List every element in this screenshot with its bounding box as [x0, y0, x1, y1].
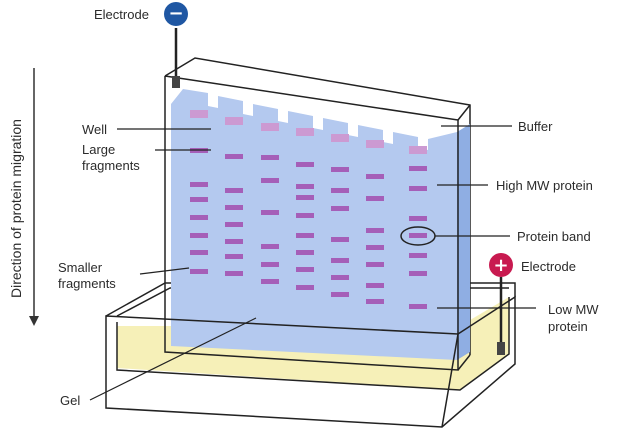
protein-band-lane5-3	[331, 206, 349, 211]
protein-band-lane7-2	[409, 186, 427, 191]
protein-band-lane3-5	[261, 262, 279, 267]
protein-band-lane6-6	[366, 283, 384, 288]
protein-band-lane7-6	[409, 271, 427, 276]
protein-band-lane5-7	[331, 292, 349, 297]
protein-band-lane5-5	[331, 258, 349, 263]
well-label: Well	[82, 122, 107, 137]
protein-band-lane2-6	[225, 254, 243, 259]
protein-band-lane3-4	[261, 244, 279, 249]
protein-band-lane2-5	[225, 239, 243, 244]
buffer-tray-front	[105, 295, 516, 428]
positive-electrode: +	[489, 253, 513, 355]
protein-band-lane5-6	[331, 275, 349, 280]
protein-band-lane6-2	[366, 196, 384, 201]
protein-band-lane6-7	[366, 299, 384, 304]
well-markers	[190, 110, 427, 154]
electrode-right-label: Electrode	[521, 259, 576, 274]
protein-band-lane3-3	[261, 210, 279, 215]
well-6	[366, 140, 384, 148]
protein-band-lane1-2	[190, 182, 208, 187]
protein-band-lane4-2	[296, 184, 314, 189]
protein-band-lane7-4	[409, 233, 427, 238]
protein-band-lane3-1	[261, 155, 279, 160]
protein-band-label: Protein band	[517, 229, 591, 244]
protein-band-lane4-4	[296, 213, 314, 218]
plus-icon: +	[493, 255, 508, 276]
protein-band-lane4-3	[296, 195, 314, 200]
leader-lines	[89, 125, 536, 401]
low-mw-label-1: Low MW	[548, 302, 599, 317]
direction-label: Direction of protein migration	[8, 119, 24, 298]
high-mw-label: High MW protein	[496, 178, 593, 193]
negative-electrode: −	[164, 2, 188, 88]
smaller-fragments-label-1: Smaller	[58, 260, 103, 275]
protein-band-lane4-5	[296, 233, 314, 238]
protein-band-lane4-7	[296, 267, 314, 272]
well-3	[261, 123, 279, 131]
large-fragments-label-1: Large	[82, 142, 115, 157]
protein-band-lane5-2	[331, 188, 349, 193]
direction-arrow	[29, 68, 39, 326]
protein-band-lane7-7	[409, 304, 427, 309]
protein-band-lane6-5	[366, 262, 384, 267]
protein-band-lane6-3	[366, 228, 384, 233]
well-4	[296, 128, 314, 136]
well-1	[190, 110, 208, 118]
protein-band-lane6-1	[366, 174, 384, 179]
protein-band-lane7-5	[409, 253, 427, 258]
protein-band-lane1-4	[190, 215, 208, 220]
large-fragments-label-2: fragments	[82, 158, 140, 173]
protein-band-lane7-1	[409, 166, 427, 171]
buffer-label: Buffer	[518, 119, 553, 134]
protein-band-lane2-4	[225, 222, 243, 227]
protein-band-lane5-1	[331, 167, 349, 172]
protein-band-lane1-5	[190, 233, 208, 238]
gel-slab	[171, 89, 470, 360]
protein-band-lane3-6	[261, 279, 279, 284]
protein-band-lane4-8	[296, 285, 314, 290]
well-5	[331, 134, 349, 142]
protein-band-lane7-3	[409, 216, 427, 221]
protein-band-lane1-7	[190, 269, 208, 274]
well-2	[225, 117, 243, 125]
protein-band-lane1-3	[190, 197, 208, 202]
protein-band-lane5-4	[331, 237, 349, 242]
smaller-fragments-label-2: fragments	[58, 276, 116, 291]
protein-band-lane2-2	[225, 188, 243, 193]
protein-band-lane6-4	[366, 245, 384, 250]
cassette-front	[164, 75, 471, 371]
gel-label: Gel	[60, 393, 80, 408]
minus-icon: −	[168, 3, 183, 24]
protein-band-lane4-1	[296, 162, 314, 167]
protein-band-lane1-6	[190, 250, 208, 255]
low-mw-label-2: protein	[548, 319, 588, 334]
protein-band-lane2-7	[225, 271, 243, 276]
well-7	[409, 146, 427, 154]
protein-band-lane3-2	[261, 178, 279, 183]
electrode-top-label: Electrode	[94, 7, 149, 22]
protein-band-lane4-6	[296, 250, 314, 255]
protein-band-lane2-3	[225, 205, 243, 210]
protein-band-lane2-1	[225, 154, 243, 159]
